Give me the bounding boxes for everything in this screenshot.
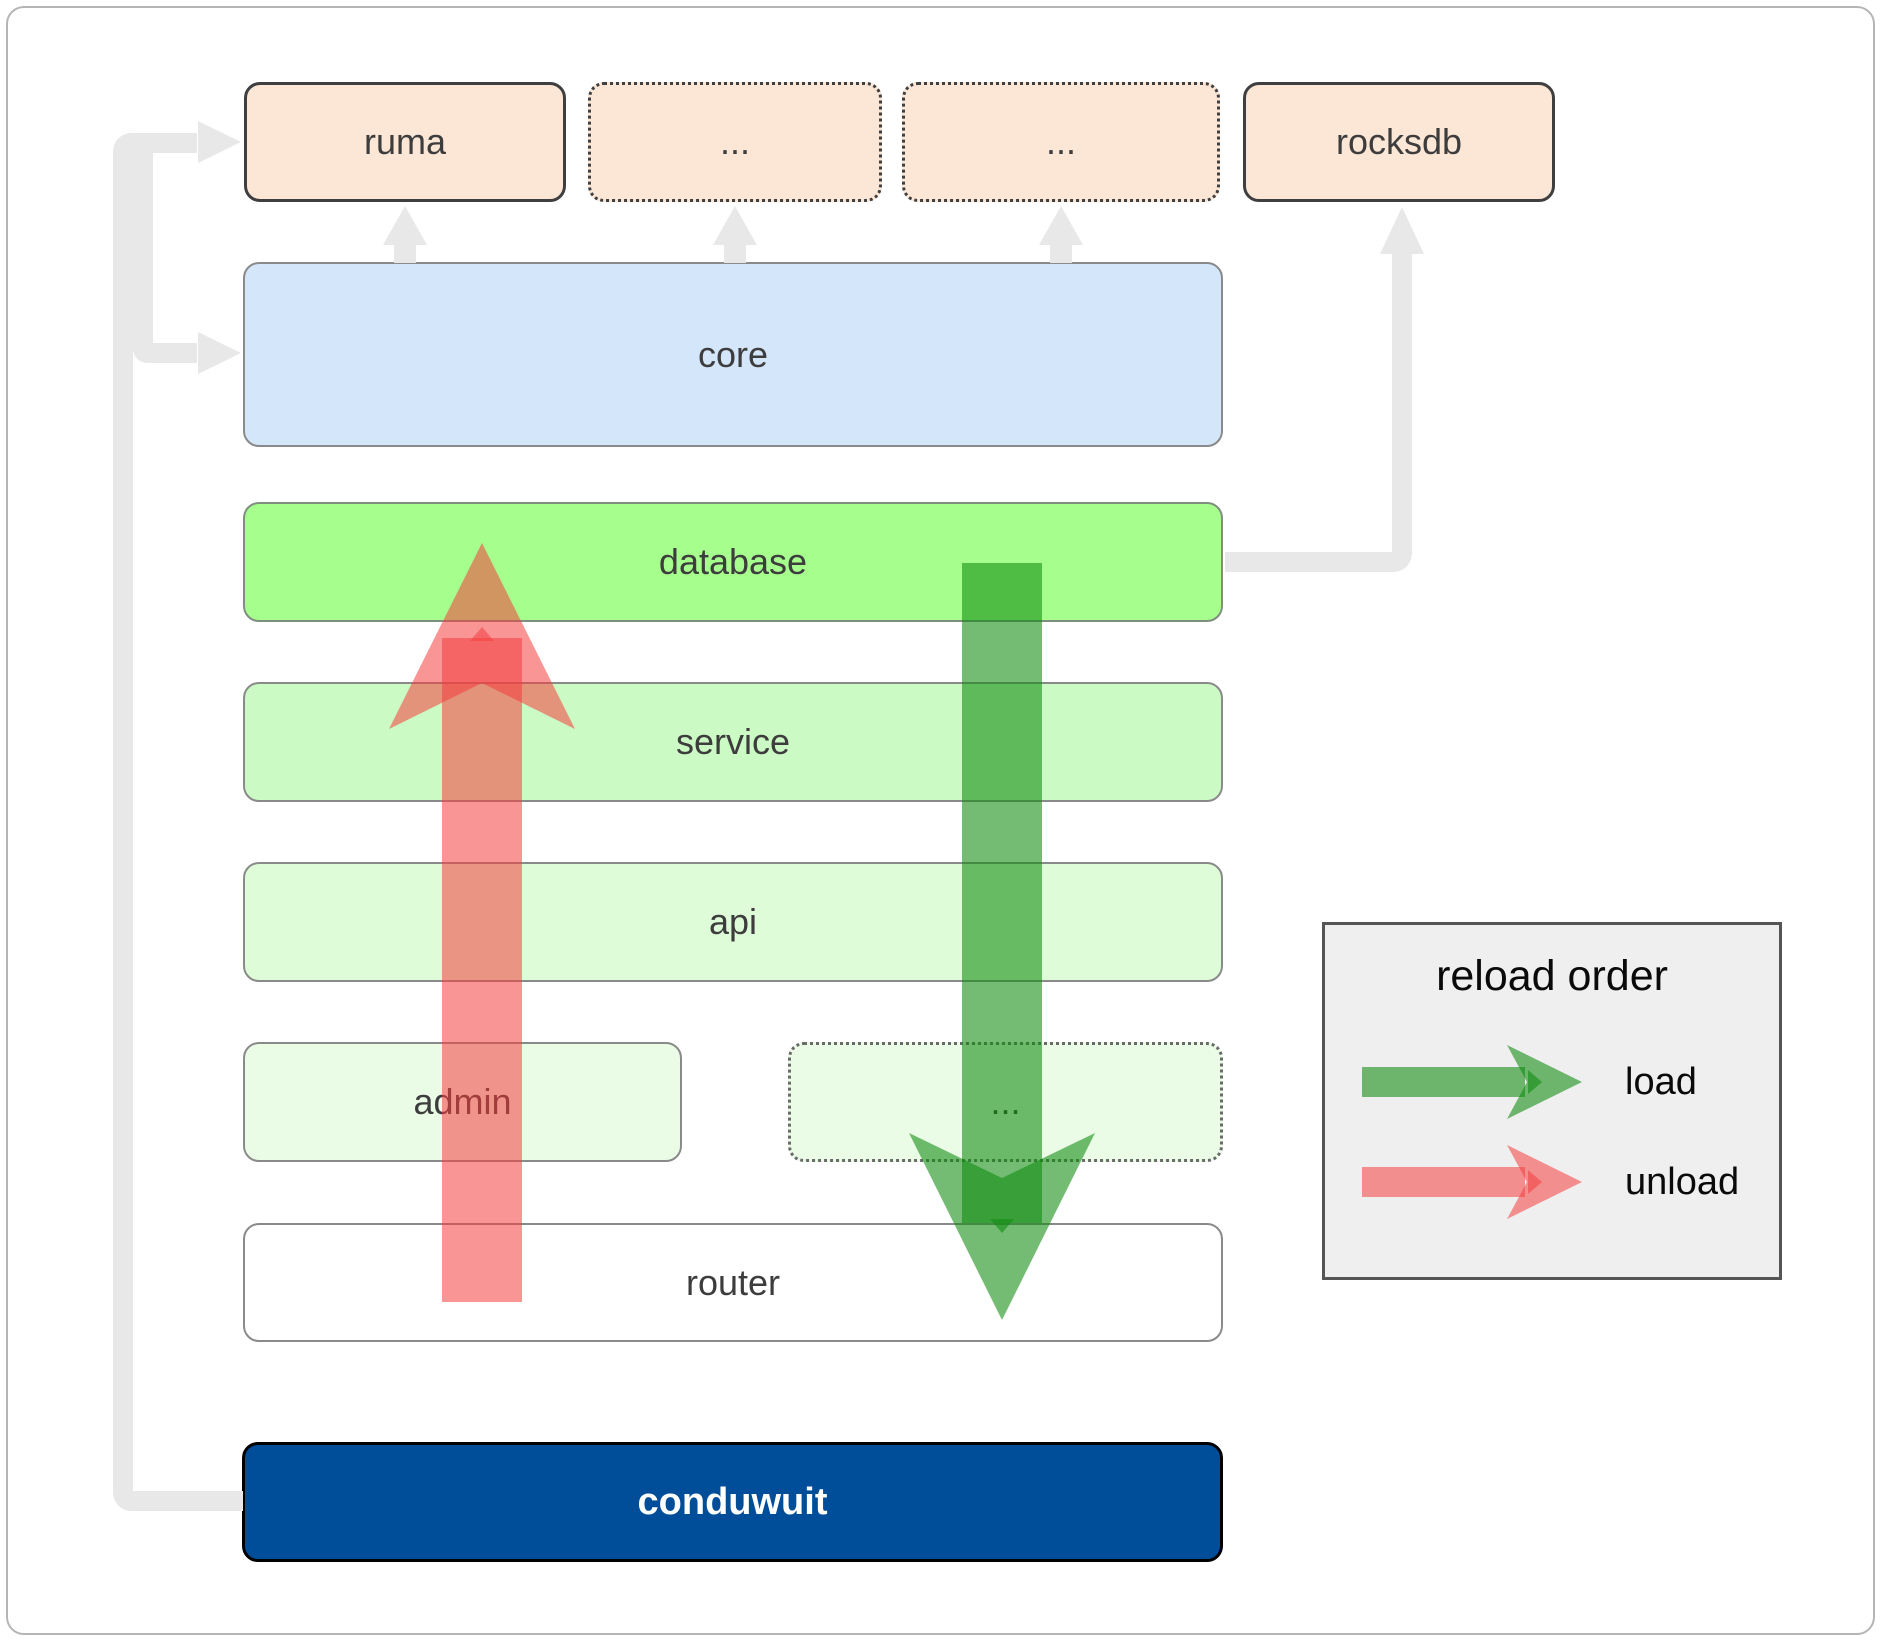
node-other-module-label: ... [990, 1081, 1021, 1122]
node-conduwuit-label: conduwuit [637, 1481, 828, 1523]
node-conduwuit: conduwuit [242, 1442, 1223, 1562]
node-database: database [243, 502, 1223, 622]
node-service-label: service [675, 721, 791, 762]
node-other-dependency-2-label: ... [1045, 121, 1076, 162]
node-other-module: ... [788, 1042, 1223, 1162]
node-router-label: router [685, 1261, 781, 1303]
node-other-dependency-1-label: ... [719, 121, 750, 162]
legend-load-label: load [1625, 1061, 1697, 1103]
node-api: api [243, 862, 1223, 982]
node-admin: admin [243, 1042, 682, 1162]
node-ruma-label: ruma [363, 121, 447, 162]
node-service: service [243, 682, 1223, 802]
node-ruma: ruma [244, 82, 566, 202]
diagram-frame [6, 6, 1875, 1635]
node-other-dependency-2: ... [902, 82, 1220, 202]
node-rocksdb-label: rocksdb [1335, 121, 1463, 162]
node-api-label: api [708, 901, 758, 942]
node-rocksdb: rocksdb [1243, 82, 1555, 202]
node-database-label: database [658, 541, 808, 582]
node-core-label: core [697, 333, 769, 375]
legend-unload-label: unload [1625, 1161, 1740, 1203]
node-admin-label: admin [413, 1081, 512, 1122]
legend-title: reload order [1436, 952, 1668, 1000]
node-other-dependency-1: ... [588, 82, 882, 202]
node-router: router [243, 1223, 1223, 1342]
node-core: core [243, 262, 1223, 447]
